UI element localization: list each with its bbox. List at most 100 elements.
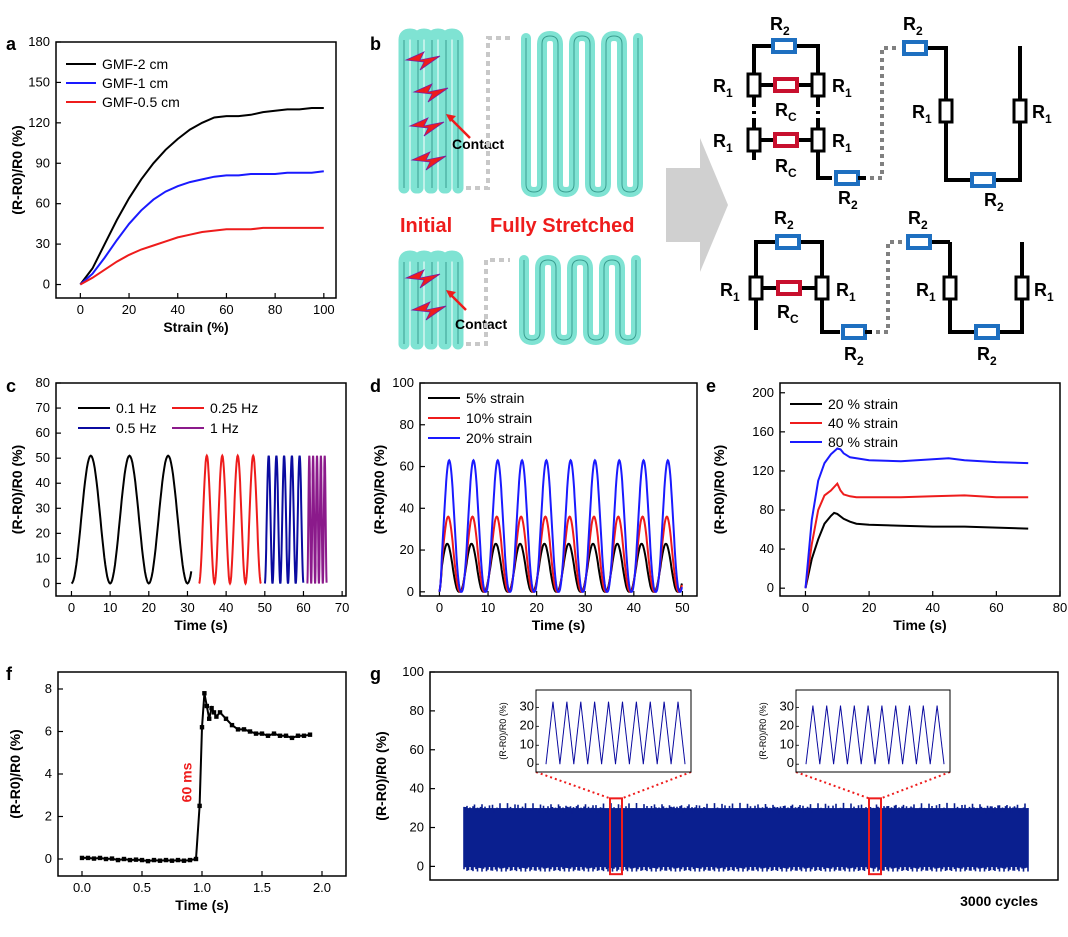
chart-d-xtick-label-1: 10: [481, 600, 495, 615]
dotted-connector-circuit-bottom: [876, 240, 908, 334]
chart-g-inset-0-ytick-1: 10: [520, 736, 534, 751]
label-r2-bl: R2: [774, 208, 794, 232]
chart-g-inset-ylabel-1: (R-R0)/R0 (%): [758, 702, 768, 760]
chart-e-legend-label-1: 40 % strain: [828, 415, 898, 431]
chart-f-point-21: [199, 725, 205, 730]
chart-f-point-25: [209, 705, 214, 711]
chart-f-annotation: 60 ms: [179, 762, 195, 802]
chart-e-series-0: [804, 511, 1029, 589]
chart-a-xtick-label-3: 60: [219, 302, 233, 317]
chart-f-point-40: [289, 735, 295, 741]
chart-g-inset-ylabel-0: (R-R0)/R0 (%): [498, 702, 508, 760]
chart-g-inset-frame-0: [535, 689, 692, 773]
chart-e-frame: [779, 382, 1061, 597]
chart-g-cycle-jitter: [463, 802, 1029, 872]
chart-c-series-0: [70, 454, 193, 585]
chart-c-ytick-label-2: 20: [36, 525, 50, 540]
chart-g-frame: [429, 671, 1059, 881]
chart-c-ytick-label-1: 10: [36, 550, 50, 565]
chart-f-xlabel: Time (s): [175, 897, 228, 913]
chart-g-zoom-line-left-1: [795, 771, 870, 800]
chart-a-xtick-label-1: 20: [122, 302, 136, 317]
chart-f-point-10: [139, 857, 145, 863]
chart-e-legend-label-2: 80 % strain: [828, 434, 898, 450]
label-r2-br: R2: [908, 208, 928, 232]
chart-f-point-8: [127, 857, 133, 863]
chart-g-zoom-line-right-1: [880, 771, 951, 800]
chart-f-xtick-label-1: 0.5: [133, 880, 151, 895]
chart-e-ylabel: (R-R0)/R0 (%): [711, 445, 727, 534]
resistor-r2-tl-out: [834, 170, 860, 186]
chart-c-ytick-label-3: 30: [36, 500, 50, 515]
chart-f-point-28: [217, 710, 223, 715]
chart-d-xtick-label-2: 20: [529, 600, 543, 615]
chart-c-xtick-label-7: 70: [335, 600, 349, 615]
label-r1-tl-c: R1: [713, 131, 733, 155]
chart-f-point-24: [207, 716, 212, 721]
chart-f-point-14: [163, 857, 169, 863]
panel-label-e: e: [706, 376, 716, 396]
resistor-r2-bl: [775, 234, 801, 250]
chart-f-point-27: [214, 714, 219, 719]
chart-f-point-34: [253, 731, 259, 736]
chart-f-point-5: [109, 856, 115, 861]
chart-a-legend-label-1: GMF-1 cm: [102, 75, 168, 91]
chart-g-inset-1-ytick-0: 0: [787, 755, 794, 770]
panel-label-b: b: [370, 34, 381, 54]
chart-d-xlabel: Time (s): [532, 617, 585, 633]
chart-f-point-26: [211, 710, 217, 715]
panel-label-c: c: [6, 376, 16, 396]
chart-f-point-23: [204, 703, 209, 709]
chart-c-frame: [55, 382, 347, 597]
chart-a-ytick-label-3: 90: [36, 155, 50, 170]
chart-c-legend-label-1: 0.25 Hz: [210, 400, 258, 416]
label-r1-bl-b: R1: [836, 280, 856, 304]
label-r2-tl: R2: [770, 14, 790, 38]
chart-c-xlabel: Time (s): [174, 617, 227, 633]
chart-e-xtick-label-2: 40: [925, 600, 939, 615]
chart-d-ytick-label-4: 80: [400, 417, 414, 432]
chart-a-ytick-label-6: 180: [28, 34, 50, 49]
chart-f-point-41: [295, 733, 301, 738]
chart-c-ytick-label-6: 60: [36, 425, 50, 440]
chart-a-xtick-label-4: 80: [268, 302, 282, 317]
chart-e-series-1: [804, 481, 1029, 589]
label-rc-tl-a: RC: [775, 100, 797, 124]
chart-f-point-6: [115, 857, 121, 863]
chart-a-frame: [55, 41, 337, 299]
chart-g-zoom-line-right-0: [621, 771, 692, 800]
chart-c-xtick-label-1: 10: [103, 600, 117, 615]
resistor-r1-tl-c: [746, 127, 762, 153]
chart-f-ytick-label-3: 6: [45, 724, 52, 739]
chart-e-series-2: [804, 447, 1029, 589]
panel-label-f: f: [6, 664, 13, 684]
chart-f-ytick-label-1: 2: [45, 809, 52, 824]
chart-c-legend-label-2: 0.5 Hz: [116, 420, 156, 436]
chart-d-legend-label-2: 20% strain: [466, 430, 532, 446]
chart-f-point-9: [133, 857, 139, 862]
chart-f-point-12: [151, 857, 157, 863]
chart-c-ytick-label-8: 80: [36, 375, 50, 390]
chart-c-xtick-label-6: 60: [296, 600, 310, 615]
chart-c-xtick-label-2: 20: [142, 600, 156, 615]
chart-a-ylabel: (R-R0)/R0 (%): [9, 125, 25, 214]
chart-d-xtick-label-3: 30: [578, 600, 592, 615]
label-r1-tr-a: R1: [912, 102, 932, 126]
chart-a-legend-label-2: GMF-0.5 cm: [102, 94, 180, 110]
fiber-stretched-top-outline: [525, 35, 639, 193]
resistor-r1-br-b: [1014, 275, 1030, 301]
chart-e-xtick-label-1: 20: [862, 600, 876, 615]
chart-f-point-18: [187, 857, 193, 863]
chart-g-ytick-label-2: 40: [410, 781, 424, 796]
chart-f-point-7: [121, 856, 127, 862]
chart-f-point-37: [271, 731, 277, 736]
label-r1-br-b: R1: [1034, 280, 1054, 304]
chart-f-point-33: [247, 729, 253, 734]
contact-arrowhead-top: [446, 114, 456, 122]
chart-c-ytick-label-4: 40: [36, 475, 50, 490]
transition-arrow: [666, 138, 728, 272]
label-r1-bl-a: R1: [720, 280, 740, 304]
chart-f-xtick-label-0: 0.0: [73, 880, 91, 895]
